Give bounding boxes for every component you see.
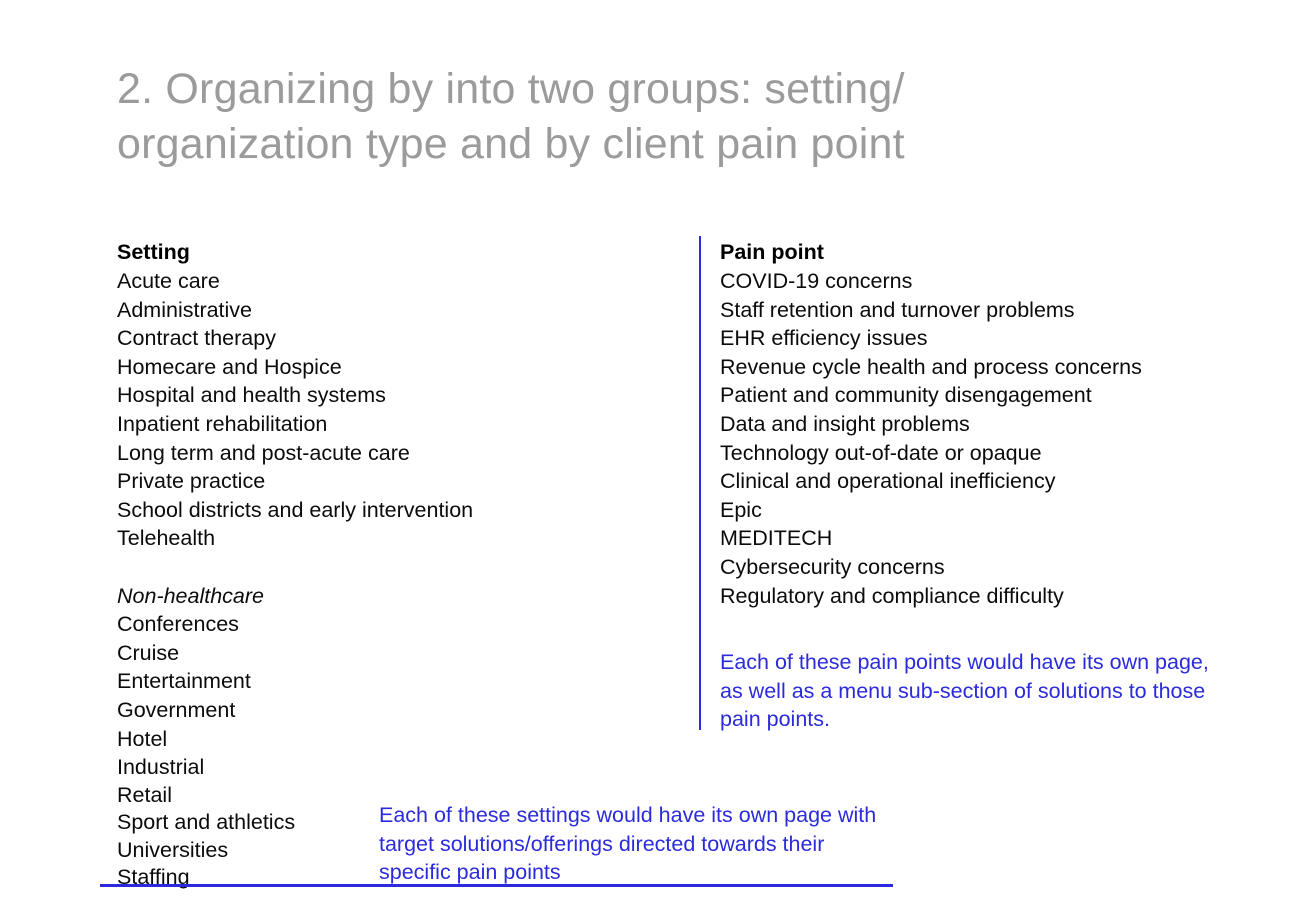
list-item: Cruise (117, 640, 180, 665)
pain-point-annotation: Each of these pain points would have its… (720, 650, 1215, 732)
setting-list: Acute care Administrative Contract thera… (117, 267, 677, 553)
non-healthcare-list: Conferences Cruise Entertainment Governm… (117, 610, 677, 782)
list-item: Private practice (117, 469, 266, 494)
list-item: Homecare and Hospice (117, 354, 342, 379)
list-item: COVID-19 concerns (720, 269, 913, 293)
bottom-rule (100, 884, 893, 887)
list-item: Entertainment (117, 669, 251, 694)
non-healthcare-subheader: Non-healthcare (117, 583, 265, 608)
list-item: Clinical and operational inefficiency (720, 469, 1056, 494)
list-item: Technology out-of-date or opaque (720, 440, 1042, 465)
list-item: EHR efficiency issues (720, 326, 928, 351)
setting-column: Setting Acute care Administrative Contra… (117, 238, 677, 892)
page-title: 2. Organizing by into two groups: settin… (117, 65, 917, 168)
list-item: Administrative (117, 297, 253, 322)
list-item: Government (117, 697, 236, 722)
list-item: Hospital and health systems (117, 383, 386, 408)
list-item: Hotel (117, 726, 168, 751)
list-item: Staff retention and turnover problems (720, 297, 1075, 322)
list-item: Cybersecurity concerns (720, 554, 945, 579)
list-item: MEDITECH (720, 526, 833, 551)
column-divider (699, 236, 701, 730)
list-item: Sport and athletics (117, 810, 296, 835)
list-item: Patient and community disengagement (720, 383, 1092, 408)
list-item: Inpatient rehabilitation (117, 411, 328, 436)
list-item: Conferences (117, 612, 239, 637)
list-item: Contract therapy (117, 326, 276, 351)
list-item: Long term and post-acute care (117, 440, 410, 465)
setting-annotation: Each of these settings would have its ow… (379, 803, 883, 885)
pain-point-list: COVID-19 concerns Staff retention and tu… (720, 267, 1260, 610)
list-item: Universities (117, 837, 229, 862)
non-healthcare-list-tail: Retail Sport and athletics Universities … (117, 782, 677, 892)
pain-point-column: Pain point COVID-19 concerns Staff reten… (720, 238, 1260, 610)
list-item: Acute care (117, 269, 220, 293)
list-item: Regulatory and compliance difficulty (720, 583, 1064, 608)
setting-column-header: Setting (117, 240, 190, 264)
list-spacer (117, 553, 677, 582)
list-item: Telehealth (117, 526, 216, 551)
list-item: Revenue cycle health and process concern… (720, 354, 1142, 379)
pain-point-column-header: Pain point (720, 240, 824, 264)
list-item: Industrial (117, 755, 205, 780)
list-item: Data and insight problems (720, 411, 970, 436)
list-item: School districts and early intervention (117, 497, 474, 522)
list-item: Retail (117, 782, 172, 807)
list-item: Epic (720, 497, 762, 522)
